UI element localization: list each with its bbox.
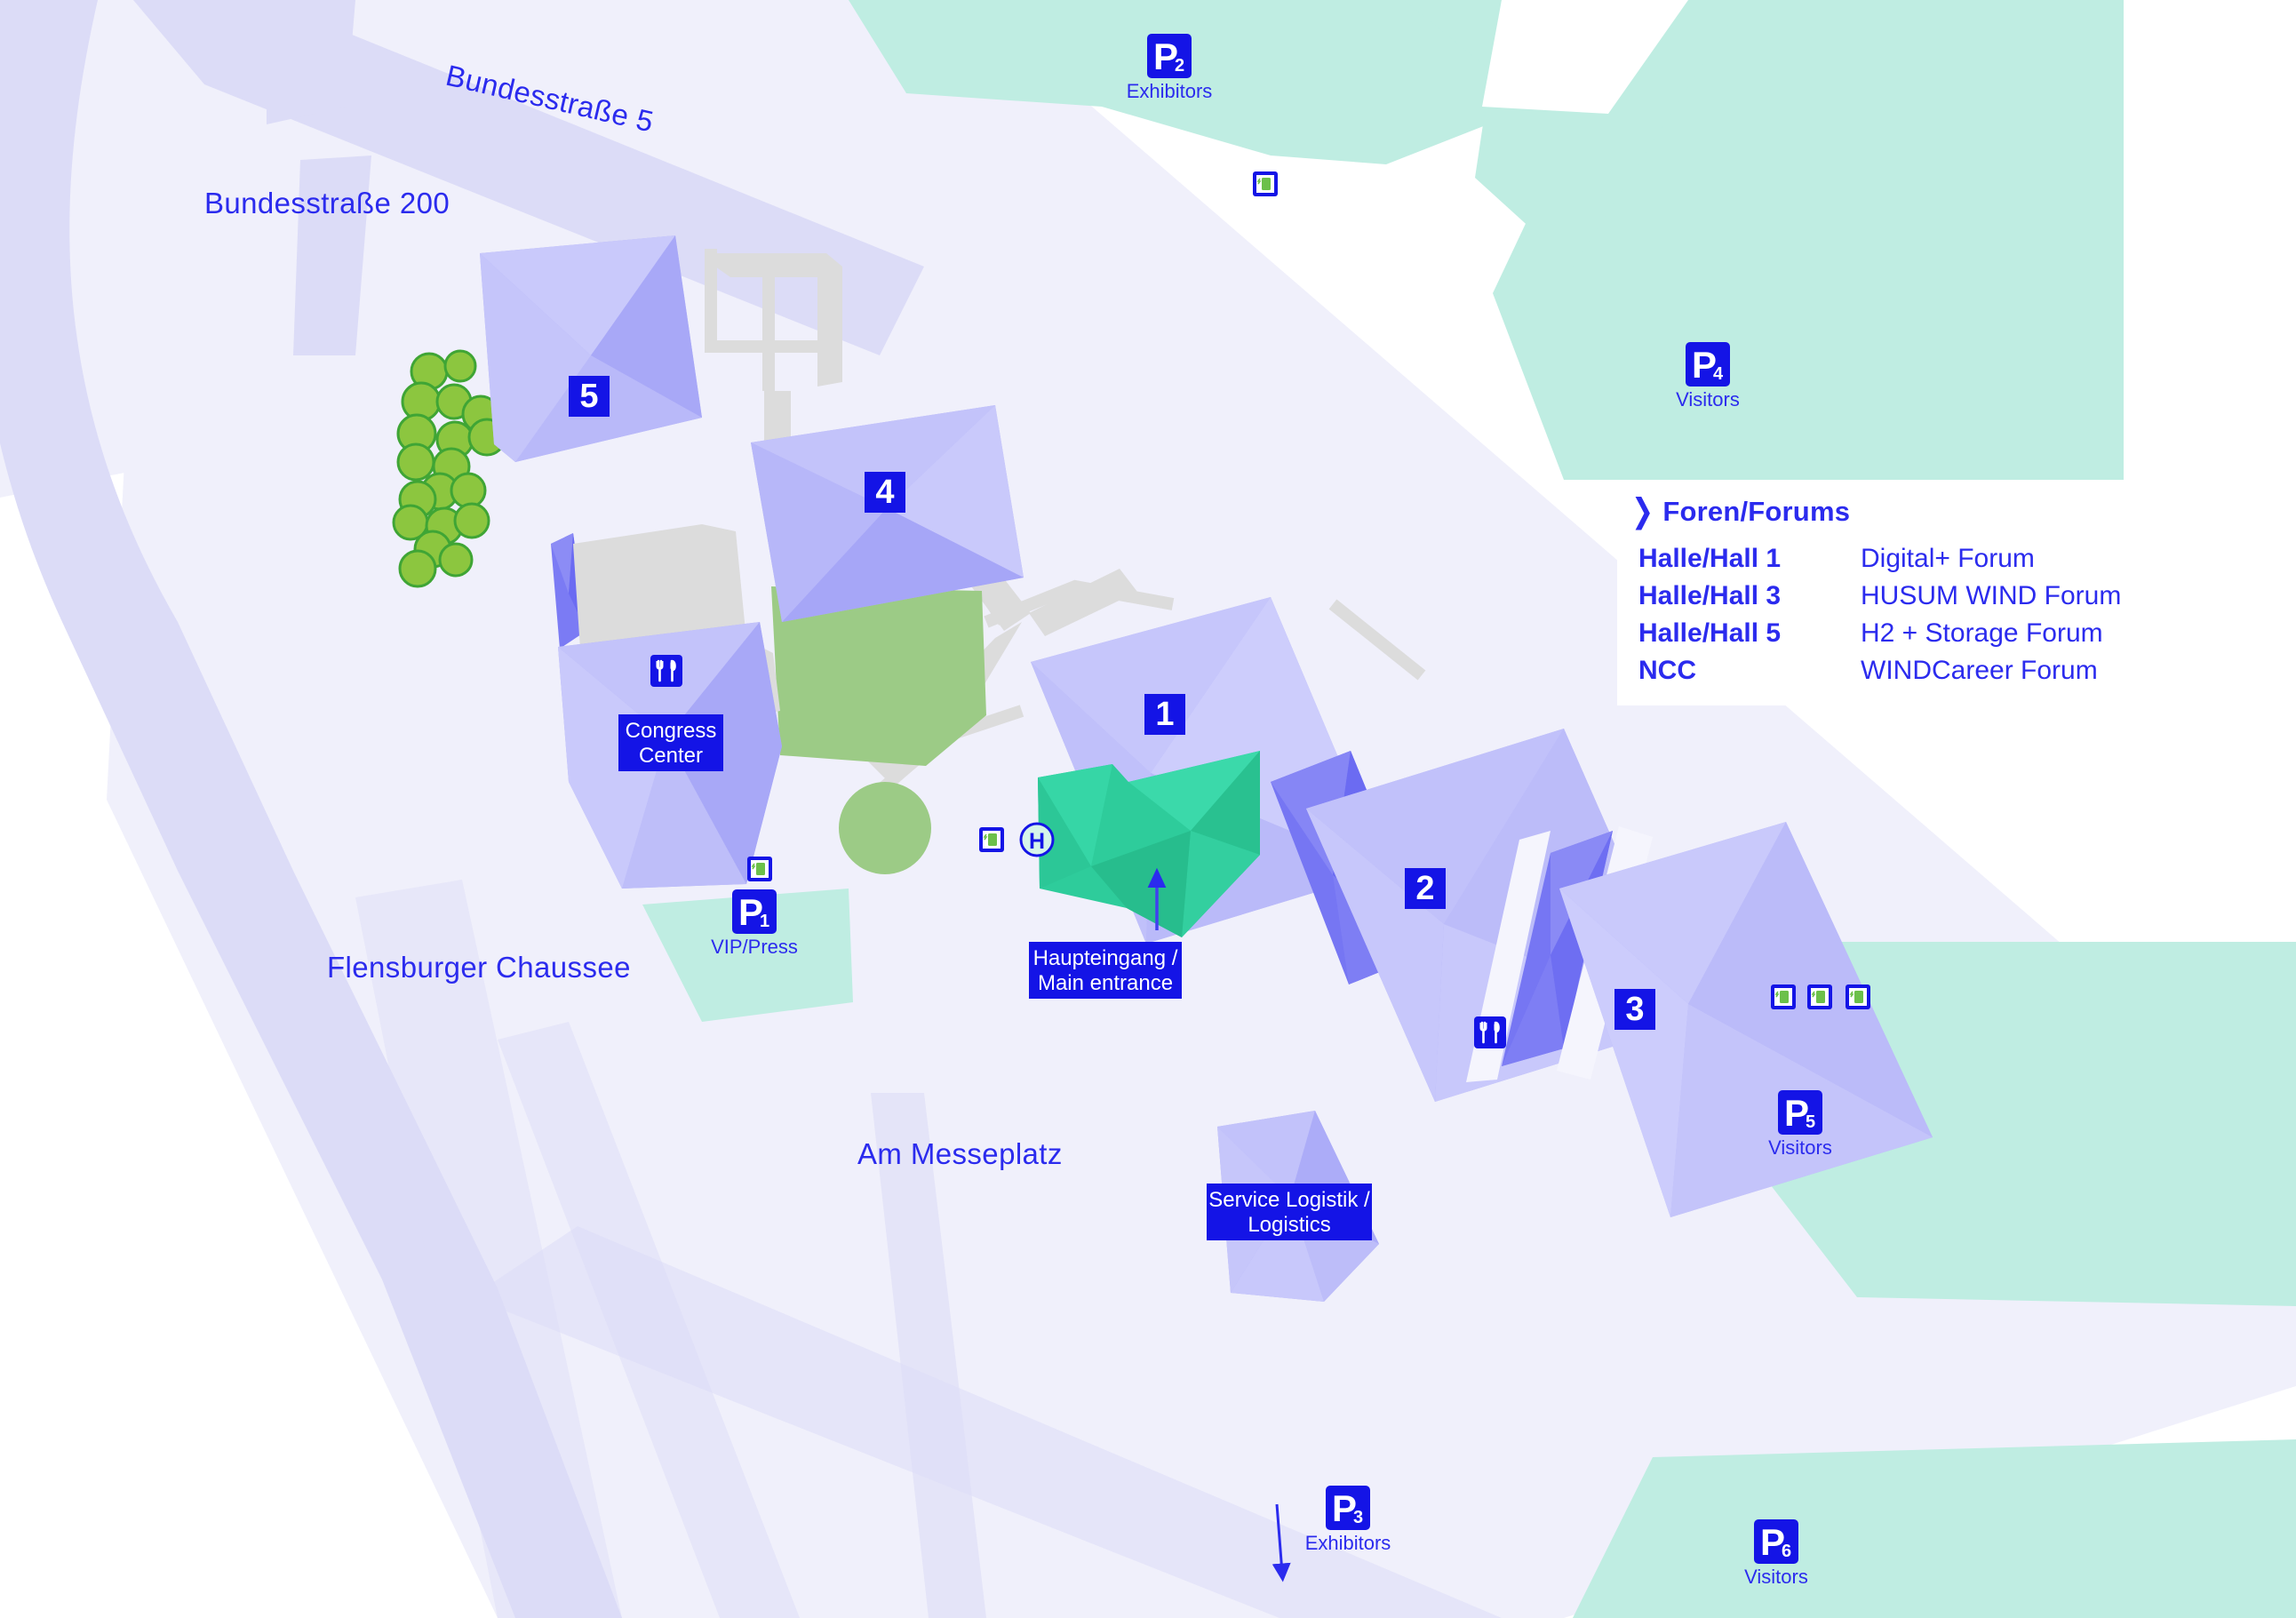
- bus-stop-label: H: [1029, 829, 1045, 854]
- arrows: [1147, 867, 1291, 1582]
- bus-stop-icon[interactable]: H: [1019, 822, 1055, 857]
- parking-sign-P6-caption: Visitors: [1744, 1566, 1808, 1588]
- plate-congress-center[interactable]: Congress Center: [618, 714, 723, 771]
- parking-sign-P5-sub: 5: [1806, 1112, 1815, 1132]
- legend-title: Foren/Forums: [1662, 496, 1851, 527]
- parking-sign-P4-sub: 4: [1713, 364, 1724, 384]
- hall-sign-4-label: 4: [875, 474, 894, 511]
- parking-sign-P5-letter: P: [1784, 1092, 1809, 1134]
- parking-sign-P4-letter: P: [1692, 344, 1717, 386]
- hall-sign-3-label: 3: [1625, 991, 1644, 1028]
- legend-forum-1: Digital+ Forum: [1861, 544, 2035, 573]
- hall-signs[interactable]: 5 4 1 2 3: [569, 376, 1655, 1030]
- legend-forum-5: H2 + Storage Forum: [1861, 618, 2103, 648]
- restaurant-icon-congress[interactable]: [650, 655, 682, 687]
- legend-row[interactable]: Halle/Hall 3 HUSUM WIND Forum: [1630, 578, 2227, 615]
- legend-hall-3: Halle/Hall 3: [1638, 581, 1782, 610]
- hall-sign-1[interactable]: 1: [1144, 694, 1185, 735]
- legend-table: Halle/Hall 1 Digital+ Forum Halle/Hall 3…: [1630, 540, 2227, 689]
- hall-sign-1-label: 1: [1155, 696, 1174, 733]
- plate-service-logistik-line1: Service Logistik /: [1208, 1188, 1370, 1212]
- hall-sign-5[interactable]: 5: [569, 376, 610, 417]
- hall-sign-2[interactable]: 2: [1405, 868, 1446, 909]
- parking-sign-P2[interactable]: P 2 Exhibitors: [1127, 34, 1213, 102]
- parking-sign-P1-sub: 1: [760, 912, 769, 931]
- parking-sign-P2-caption: Exhibitors: [1127, 80, 1213, 102]
- plate-service-logistik-line2: Logistics: [1248, 1213, 1330, 1237]
- parking-sign-P1-letter: P: [738, 891, 763, 933]
- parking-sign-P3[interactable]: P 3 Exhibitors: [1305, 1486, 1391, 1554]
- restaurant-icons[interactable]: [650, 655, 1506, 1048]
- chevron-right-icon: ❯: [1631, 492, 1654, 530]
- parking-sign-P1[interactable]: P 1 VIP/Press: [711, 889, 798, 958]
- parking-sign-P6-sub: 6: [1782, 1542, 1791, 1561]
- parking-sign-P2-sub: 2: [1175, 56, 1184, 76]
- legend-hall-5: Halle/Hall 5: [1638, 618, 1782, 648]
- parking-sign-P1-caption: VIP/Press: [711, 936, 798, 958]
- plate-main-entrance-line1: Haupteingang /: [1033, 946, 1178, 970]
- forums-legend: ❯ Foren/Forums Halle/Hall 1 Digital+ For…: [1617, 487, 2239, 705]
- building-main-entrance[interactable]: [1038, 751, 1260, 937]
- p3-direction-arrow: [1272, 1503, 1291, 1582]
- parking-areas: [642, 0, 2296, 1618]
- hall-sign-2-label: 2: [1415, 870, 1434, 907]
- charging-station-icon-4[interactable]: [1771, 984, 1796, 1009]
- parking-sign-P6-letter: P: [1760, 1521, 1785, 1563]
- restaurant-icon-hall2[interactable]: [1474, 1016, 1506, 1048]
- building-hall-4[interactable]: [751, 405, 1024, 622]
- street-label-am-messeplatz: Am Messeplatz: [857, 1137, 1063, 1170]
- legend-hall-1: Halle/Hall 1: [1638, 544, 1782, 573]
- roads: [0, 0, 1502, 1618]
- parking-sign-P3-letter: P: [1332, 1487, 1357, 1529]
- legend-title-row: ❯ Foren/Forums: [1631, 492, 2227, 530]
- tree-cluster: [392, 349, 506, 588]
- parking-sign-P4-caption: Visitors: [1676, 388, 1740, 410]
- ev-charging-icons[interactable]: [747, 171, 1870, 1009]
- plate-congress-center-line1: Congress: [626, 719, 717, 743]
- green-areas: [771, 586, 986, 874]
- plate-service-logistik[interactable]: Service Logistik / Logistics: [1207, 1184, 1372, 1240]
- parking-sign-P3-caption: Exhibitors: [1305, 1532, 1391, 1554]
- parking-sign-P3-sub: 3: [1353, 1508, 1363, 1527]
- parking-sign-P5[interactable]: P 5 Visitors: [1768, 1090, 1832, 1159]
- building-hall-5[interactable]: [480, 235, 702, 462]
- hall-sign-5-label: 5: [579, 378, 598, 415]
- legend-row[interactable]: Halle/Hall 5 H2 + Storage Forum: [1630, 615, 2227, 652]
- legend-forum-ncc: WINDCareer Forum: [1861, 656, 2098, 685]
- street-label-flensburger-chaussee: Flensburger Chaussee: [327, 951, 631, 984]
- charging-station-icon-6[interactable]: [1846, 984, 1870, 1009]
- legend-row[interactable]: NCC WINDCareer Forum: [1630, 652, 2227, 689]
- legend-row[interactable]: Halle/Hall 1 Digital+ Forum: [1630, 540, 2227, 578]
- charging-station-icon-1[interactable]: [1253, 171, 1278, 196]
- charging-station-icon-5[interactable]: [1807, 984, 1832, 1009]
- hall-sign-4[interactable]: 4: [865, 472, 905, 513]
- hall-sign-3[interactable]: 3: [1614, 989, 1655, 1030]
- parking-sign-P6[interactable]: P 6 Visitors: [1744, 1519, 1808, 1588]
- charging-station-icon-2[interactable]: [747, 857, 772, 881]
- legend-forum-3: HUSUM WIND Forum: [1861, 581, 2122, 610]
- parking-sign-P4[interactable]: P 4 Visitors: [1676, 342, 1740, 410]
- legend-hall-ncc: NCC: [1638, 656, 1696, 685]
- street-label-bundesstrasse-200: Bundesstraße 200: [204, 187, 450, 219]
- charging-station-icon-3[interactable]: [979, 827, 1004, 852]
- plate-main-entrance[interactable]: Haupteingang / Main entrance: [1029, 942, 1182, 999]
- plate-congress-center-line2: Center: [639, 744, 703, 768]
- parking-sign-P5-caption: Visitors: [1768, 1136, 1832, 1159]
- plate-main-entrance-line2: Main entrance: [1038, 971, 1173, 995]
- parking-sign-P2-letter: P: [1153, 36, 1178, 77]
